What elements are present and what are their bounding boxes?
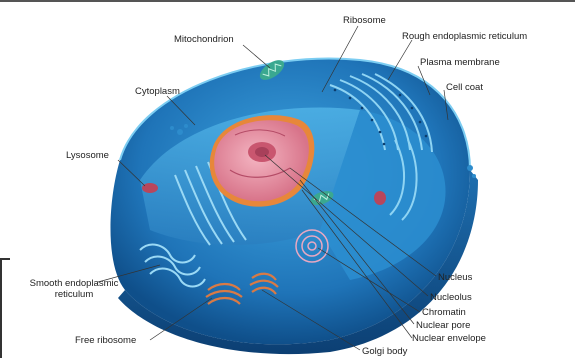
label-ribosome: Ribosome: [343, 15, 386, 26]
label-free-ribosome: Free ribosome: [75, 335, 136, 346]
label-smooth-er-line1: Smooth endoplasmic: [14, 278, 134, 289]
label-nucleus: Nucleus: [438, 272, 472, 283]
label-nuclear-envelope: Nuclear envelope: [412, 333, 486, 344]
label-nucleolus: Nucleolus: [430, 292, 472, 303]
label-cytoplasm: Cytoplasm: [135, 86, 180, 97]
label-nuclear-pore: Nuclear pore: [416, 320, 470, 331]
label-golgi-body: Golgi body: [362, 346, 407, 357]
label-rough-er: Rough endoplasmic reticulum: [402, 31, 527, 42]
label-smooth-er: Smooth endoplasmic reticulum: [14, 278, 134, 300]
label-lysosome: Lysosome: [66, 150, 109, 161]
label-mitochondrion: Mitochondrion: [174, 34, 234, 45]
label-smooth-er-line2: reticulum: [14, 289, 134, 300]
label-chromatin: Chromatin: [422, 307, 466, 318]
lysosome: [142, 183, 158, 193]
label-plasma-membrane: Plasma membrane: [420, 57, 500, 68]
lysosome-2: [374, 191, 386, 205]
label-cell-coat: Cell coat: [446, 82, 483, 93]
